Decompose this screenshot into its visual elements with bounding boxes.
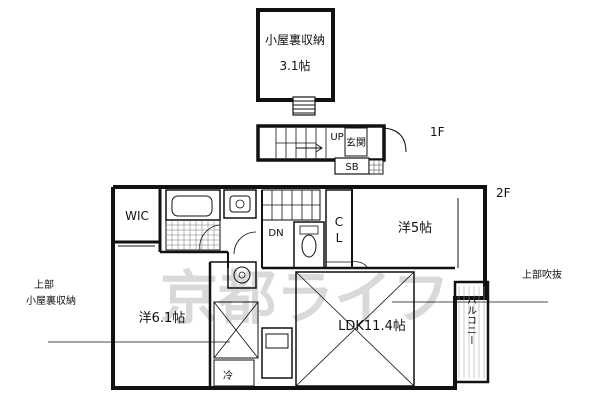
closet-label-c: C: [335, 215, 343, 229]
floor-1f-label: 1F: [430, 125, 445, 139]
wic-label: WIC: [125, 209, 149, 223]
annotation-left-line2: 小屋裏収納: [26, 294, 76, 307]
attic-room-name: 小屋裏収納: [265, 32, 325, 47]
attic-storage: 小屋裏収納 3.1帖: [256, 8, 335, 116]
balcony-label: バルコニー: [465, 295, 477, 345]
shoebox-label: SB: [345, 162, 358, 173]
western-room-a-label: 洋6.1帖: [139, 311, 186, 326]
second-floor-plan: DN C L WIC 冷 洋5帖 洋6: [111, 185, 511, 390]
annotations: 上部 小屋裏収納 上部吹抜: [26, 268, 562, 343]
annotation-left-line1: 上部: [34, 278, 54, 291]
first-floor-plan: UP 玄関 SB 1F: [256, 124, 445, 175]
stair-down-label: DN: [268, 228, 283, 239]
fridge-label: 冷: [223, 369, 233, 382]
ldk-label: LDK11.4帖: [338, 319, 406, 334]
watermark-text: 京都ライフ: [160, 264, 450, 332]
attic-room-size: 3.1帖: [279, 58, 310, 73]
closet-label-l: L: [336, 231, 343, 245]
stair-up-label: UP: [330, 132, 343, 143]
floor-2f-label: 2F: [496, 186, 511, 200]
annotation-right: 上部吹抜: [522, 268, 562, 281]
entrance-label: 玄関: [346, 136, 366, 149]
western-room-b-label: 洋5帖: [398, 221, 432, 236]
